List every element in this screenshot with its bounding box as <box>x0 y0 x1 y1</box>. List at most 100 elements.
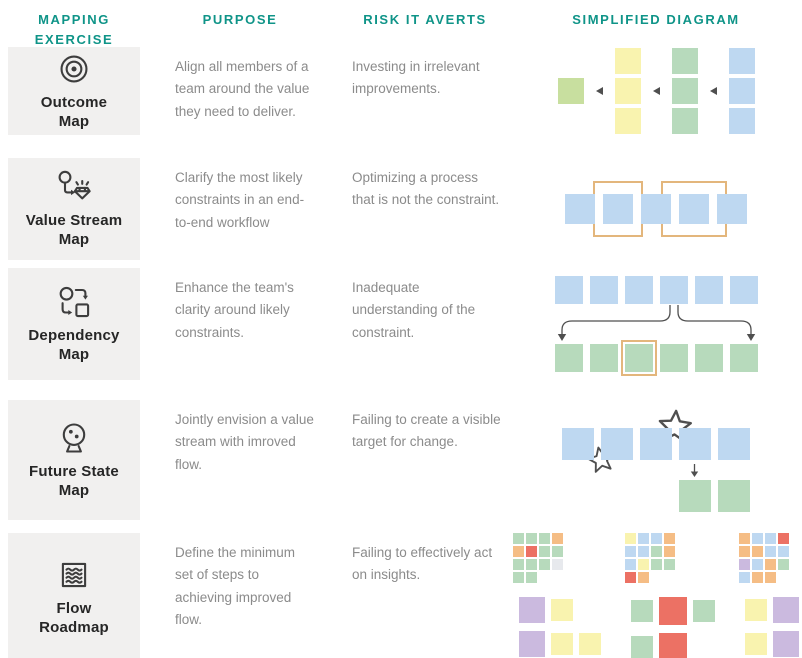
exercise-card: Flow Roadmap <box>8 533 140 658</box>
diagram-square <box>679 480 711 512</box>
diagram-square <box>603 194 633 224</box>
diagram-square <box>765 572 776 583</box>
risk-text: Optimizing a process that is not the con… <box>352 170 500 208</box>
diagram-square <box>717 194 747 224</box>
bullseye-icon <box>56 51 92 87</box>
exercise-name-line: Map <box>58 345 90 363</box>
diagram-square <box>664 546 675 557</box>
diagram-value-stream-map <box>510 158 802 260</box>
exercise-name-line: Flow <box>56 599 92 617</box>
diagram-square <box>671 78 698 104</box>
diagram-square <box>659 597 687 625</box>
diagram-square <box>778 559 789 570</box>
diagram-square <box>565 194 595 224</box>
diagram-square <box>745 599 767 621</box>
exercise-name-line: Dependency <box>28 326 120 344</box>
diagram-square <box>694 344 723 372</box>
diagram-square <box>552 533 563 544</box>
risk-text: Failing to effectively act on insights. <box>352 545 493 583</box>
diagram-square <box>641 194 671 224</box>
diagram-square <box>554 276 583 304</box>
step-row <box>631 633 687 658</box>
square-column <box>728 48 755 134</box>
header-risk-it-averts: RISK IT AVERTS <box>363 12 487 27</box>
diagram-square <box>631 636 653 658</box>
exercise-name: Outcome Map <box>41 94 107 132</box>
diagram-square <box>671 48 698 74</box>
diagram-square <box>664 559 675 570</box>
square-column <box>614 48 641 134</box>
exercise-name-line: Value Stream <box>25 211 123 229</box>
exercise-name-line: Future State <box>29 462 119 480</box>
diagram-square <box>638 559 649 570</box>
table-header: MAPPING EXERCISE PURPOSE RISK IT AVERTS … <box>8 6 802 47</box>
diagram-square <box>739 572 750 583</box>
diagram-square <box>539 533 550 544</box>
diagram-square <box>778 533 789 544</box>
diagram-square <box>557 78 584 104</box>
diagram-square <box>625 546 636 557</box>
diagram-square <box>752 559 763 570</box>
purpose-text: Define the minimum set of steps to achie… <box>175 545 296 627</box>
diagram-square <box>729 344 758 372</box>
diagram-square <box>589 276 618 304</box>
diagram-square <box>651 533 662 544</box>
exercise-name: Value Stream Map <box>26 212 123 250</box>
diagram-square <box>739 546 750 557</box>
diagram-square <box>614 108 641 134</box>
diagram-square <box>526 559 537 570</box>
diagram-square <box>552 546 563 557</box>
diagram-square <box>671 108 698 134</box>
diagram-square <box>765 546 776 557</box>
diagram-square <box>513 559 524 570</box>
diagram-square <box>765 559 776 570</box>
diagram-square <box>551 633 573 655</box>
diagram-square <box>526 572 537 583</box>
diagram-square <box>614 78 641 104</box>
diagram-square <box>745 633 767 655</box>
flow-roadmap-clusters <box>513 533 799 658</box>
diagram-square <box>551 599 573 621</box>
diagram-square <box>601 428 633 460</box>
left-arrow-icon <box>652 87 660 95</box>
left-arrow-icon <box>709 87 717 95</box>
table-row-dependency-map: Dependency Map Enhance the team's clarit… <box>8 268 802 380</box>
left-arrow-icon <box>595 87 603 95</box>
diagram-square <box>513 572 524 583</box>
diagram-square <box>513 533 524 544</box>
diagram-square <box>728 108 755 134</box>
diagram-square <box>625 533 636 544</box>
exercise-name-line: Map <box>58 481 90 499</box>
table-row-value-stream-map: Value Stream Map Clarify the most likely… <box>8 158 802 260</box>
exercise-name: Flow Roadmap <box>39 600 109 638</box>
diagram-dependency-map <box>510 268 802 380</box>
diagram-flow-roadmap <box>510 533 802 658</box>
exercise-name-line: Map <box>58 112 90 130</box>
diagram-square <box>679 194 709 224</box>
diagram-square <box>693 600 715 622</box>
diagram-square <box>718 480 750 512</box>
purpose-text: Jointly envision a value stream with imr… <box>175 412 314 472</box>
risk-text: Inadequate understanding of the constrai… <box>352 280 476 340</box>
diagram-square <box>659 344 688 372</box>
diagram-square <box>659 276 688 304</box>
header-simplified-diagram: SIMPLIFIED DIAGRAM <box>572 12 740 27</box>
diagram-square <box>638 533 649 544</box>
diagram-square <box>519 597 545 623</box>
diagram-square <box>526 546 537 557</box>
step-row <box>745 631 799 657</box>
diagram-outcome-map <box>510 47 802 135</box>
diagram-square <box>694 276 723 304</box>
insight-grid <box>625 533 675 583</box>
exercise-card: Outcome Map <box>8 47 140 135</box>
square-column <box>671 48 698 134</box>
roadmap-cluster <box>739 533 799 657</box>
diagram-square <box>739 533 750 544</box>
diagram-future-state-map <box>510 400 802 520</box>
diagram-square <box>552 559 563 570</box>
diagram-square <box>659 633 687 658</box>
future-state-flow <box>562 408 750 512</box>
diagram-square <box>718 428 750 460</box>
insight-grid <box>513 533 563 583</box>
constraint-box <box>620 340 657 376</box>
